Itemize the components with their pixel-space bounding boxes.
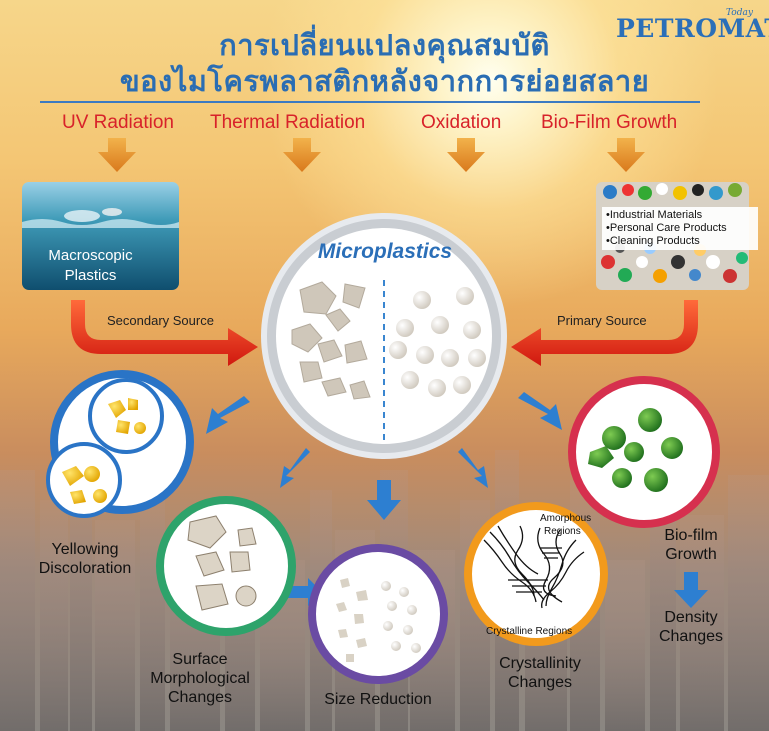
factor-oxidation: Oxidation xyxy=(421,112,502,133)
biofilm-line1: Bio-film xyxy=(664,527,718,544)
surface-line1: Surface xyxy=(172,651,228,668)
surface-line3: Changes xyxy=(167,689,233,706)
petromat-logo: PETROMAT xyxy=(616,14,769,43)
primary-source-label: Primary Source xyxy=(557,313,647,328)
microplastics-circle xyxy=(261,213,507,459)
secondary-source-label: Secondary Source xyxy=(107,313,214,328)
crystalline-regions-label: Crystalline Regions xyxy=(486,626,573,637)
title-line-2: ของไมโครพลาสติกหลังจากการย่อยสลาย xyxy=(119,64,650,98)
crystallinity-label: Crystallinity Changes xyxy=(480,654,600,692)
surface-changes-label: Surface Morphological Changes xyxy=(135,650,265,707)
macroscopic-plastics-image xyxy=(22,182,179,290)
factor-uv-radiation: UV Radiation xyxy=(62,112,174,133)
title-divider xyxy=(40,101,700,103)
yellowing-label: Yellowing Discoloration xyxy=(20,540,150,578)
macroscopic-line2: Plastics xyxy=(64,267,117,284)
factor-biofilm-growth: Bio-Film Growth xyxy=(541,112,678,133)
primary-source-arrow-icon xyxy=(511,300,698,366)
yellowing-line2: Discoloration xyxy=(38,560,132,577)
yellowing-circles xyxy=(46,370,194,518)
crystallinity-line1: Crystallinity xyxy=(499,655,581,672)
density-line1: Density xyxy=(664,609,718,626)
down-arrow-icon xyxy=(98,138,645,172)
density-line2: Changes xyxy=(658,628,724,645)
macroscopic-plastics-label: Macroscopic Plastics xyxy=(22,246,159,286)
surface-changes-circle xyxy=(156,496,296,636)
primary-products-list: Industrial Materials Personal Care Produ… xyxy=(602,207,758,250)
size-reduction-circle xyxy=(308,544,448,684)
yellowing-line1: Yellowing xyxy=(51,541,119,558)
biofilm-line2: Growth xyxy=(665,546,717,563)
density-label: Density Changes xyxy=(636,608,746,646)
petromat-logo-tagline: Today xyxy=(726,8,753,18)
surface-line2: Morphological xyxy=(150,670,250,687)
microplastics-label: Microplastics xyxy=(317,240,453,263)
product-personal-care: Personal Care Products xyxy=(606,222,754,235)
product-industrial-materials: Industrial Materials xyxy=(606,209,754,222)
biofilm-circle xyxy=(568,376,720,528)
title-line-1: การเปลี่ยนแปลงคุณสมบัติ xyxy=(219,28,550,62)
crystallinity-circle xyxy=(464,502,608,646)
amorphous-label-1: Amorphous xyxy=(540,513,592,524)
amorphous-label-2: Regions xyxy=(544,526,581,537)
secondary-source-arrow-icon xyxy=(71,300,258,366)
biofilm-label: Bio-film Growth xyxy=(636,526,746,564)
factor-thermal-radiation: Thermal Radiation xyxy=(210,112,366,133)
crystallinity-line2: Changes xyxy=(507,674,573,691)
size-reduction-label: Size Reduction xyxy=(324,691,432,708)
macroscopic-line1: Macroscopic xyxy=(48,247,133,264)
product-cleaning: Cleaning Products xyxy=(606,235,754,248)
